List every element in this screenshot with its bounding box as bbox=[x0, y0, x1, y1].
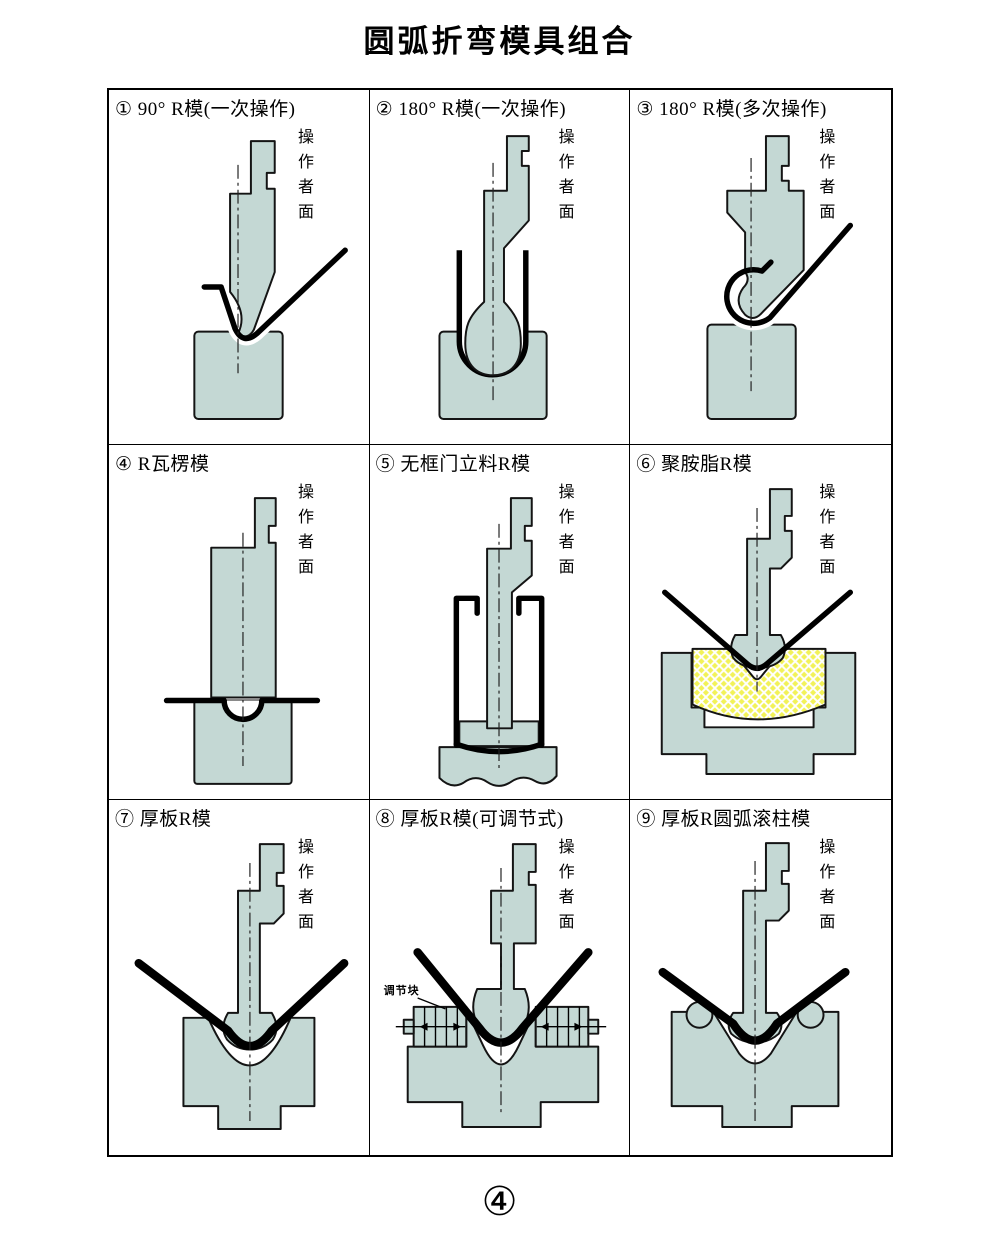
cell-6-polyurethane-r-die: ⑥ 聚胺脂R模 操作者面 bbox=[630, 445, 891, 800]
drawing-thick-plate-r-die bbox=[134, 843, 349, 1130]
punch bbox=[463, 135, 530, 377]
cell-6-operator-face-label: 操作者面 bbox=[816, 483, 834, 583]
drawing-polyurethane-r-die bbox=[661, 488, 857, 775]
lower-die-block bbox=[406, 1008, 599, 1128]
punch bbox=[728, 842, 791, 1044]
cell-7-operator-face-label: 操作者面 bbox=[295, 838, 312, 938]
punch bbox=[210, 497, 277, 699]
cell-5-operator-face-label: 操作者面 bbox=[555, 483, 573, 583]
cell-7-thick-plate-r-die: ⑦ 厚板R模 操作者面 bbox=[109, 800, 370, 1155]
support-block bbox=[438, 746, 558, 787]
cell-1-title: ① 90° R模(一次操作) bbox=[115, 99, 296, 120]
cell-4-title: ④ R瓦楞模 bbox=[115, 454, 210, 475]
cell-2-180deg-r-die-single: ② 180° R模(一次操作) 操作者面 bbox=[369, 90, 631, 445]
lower-die-block bbox=[182, 1016, 316, 1130]
cell-4-operator-face-label: 操作者面 bbox=[295, 483, 312, 583]
drawing-frameless-door-r-die bbox=[438, 497, 558, 787]
cell-3-title: ③ 180° R模(多次操作) bbox=[636, 99, 827, 120]
punch bbox=[485, 497, 533, 730]
drawing-180deg-r-die-single bbox=[438, 135, 548, 420]
cell-2-title: ② 180° R模(一次操作) bbox=[375, 99, 567, 120]
drawing-r-corrugation-die bbox=[163, 497, 321, 785]
cell-3-180deg-r-die-multi: ③ 180° R模(多次操作) 操作者面 bbox=[630, 90, 891, 445]
cell-8-operator-face-label: 操作者面 bbox=[555, 838, 573, 938]
drawing-180deg-r-die-multi bbox=[706, 135, 858, 420]
cell-5-frameless-door-r-die: ⑤ 无框门立料R模 操作者面 bbox=[369, 445, 631, 800]
cell-9-operator-face-label: 操作者面 bbox=[816, 838, 834, 938]
page-title: 圆弧折弯模具组合 bbox=[363, 24, 636, 59]
diagram-grid: ① 90° R模(一次操作) 操作者面 ② 180° R模(一次操作) 操作者面… bbox=[107, 88, 893, 1157]
polyurethane-pad bbox=[691, 647, 827, 721]
punch bbox=[471, 843, 537, 1041]
adjust-label-leader bbox=[417, 997, 446, 1010]
punch bbox=[229, 140, 276, 338]
cell-1-operator-face-label: 操作者面 bbox=[295, 128, 312, 228]
drawing-roller-r-die bbox=[658, 842, 850, 1128]
cell-5-title: ⑤ 无框门立料R模 bbox=[375, 454, 531, 475]
drawing-adjustable-thick-plate-r-die bbox=[395, 843, 606, 1128]
cell-4-r-corrugation-die: ④ R瓦楞模 操作者面 bbox=[109, 445, 370, 800]
cell-9-roller-r-die: ⑨ 厚板R圆弧滚柱模 操作者面 bbox=[630, 800, 891, 1155]
adjust-block-label: 调节块 bbox=[383, 985, 420, 997]
punch bbox=[222, 843, 285, 1051]
cell-6-title: ⑥ 聚胺脂R模 bbox=[636, 454, 753, 475]
cell-7-title: ⑦ 厚板R模 bbox=[115, 809, 212, 830]
cell-2-operator-face-label: 操作者面 bbox=[555, 128, 573, 228]
cell-8-adjustable-thick-plate-r-die: ⑧ 厚板R模(可调节式) 操作者面 调节块 bbox=[370, 800, 631, 1155]
cell-1-90deg-r-die: ① 90° R模(一次操作) 操作者面 bbox=[109, 90, 370, 445]
workpiece-channel-walls bbox=[453, 595, 545, 748]
drawing-90deg-r-die bbox=[193, 140, 353, 420]
cell-3-operator-face-label: 操作者面 bbox=[816, 128, 834, 228]
cell-8-title: ⑧ 厚板R模(可调节式) bbox=[375, 809, 564, 830]
punch bbox=[730, 488, 794, 669]
cell-9-title: ⑨ 厚板R圆弧滚柱模 bbox=[636, 809, 811, 830]
page-number: ④ bbox=[481, 1179, 518, 1224]
workpiece-90deg-bend bbox=[201, 247, 348, 342]
workpiece-hook-bend bbox=[724, 222, 854, 327]
